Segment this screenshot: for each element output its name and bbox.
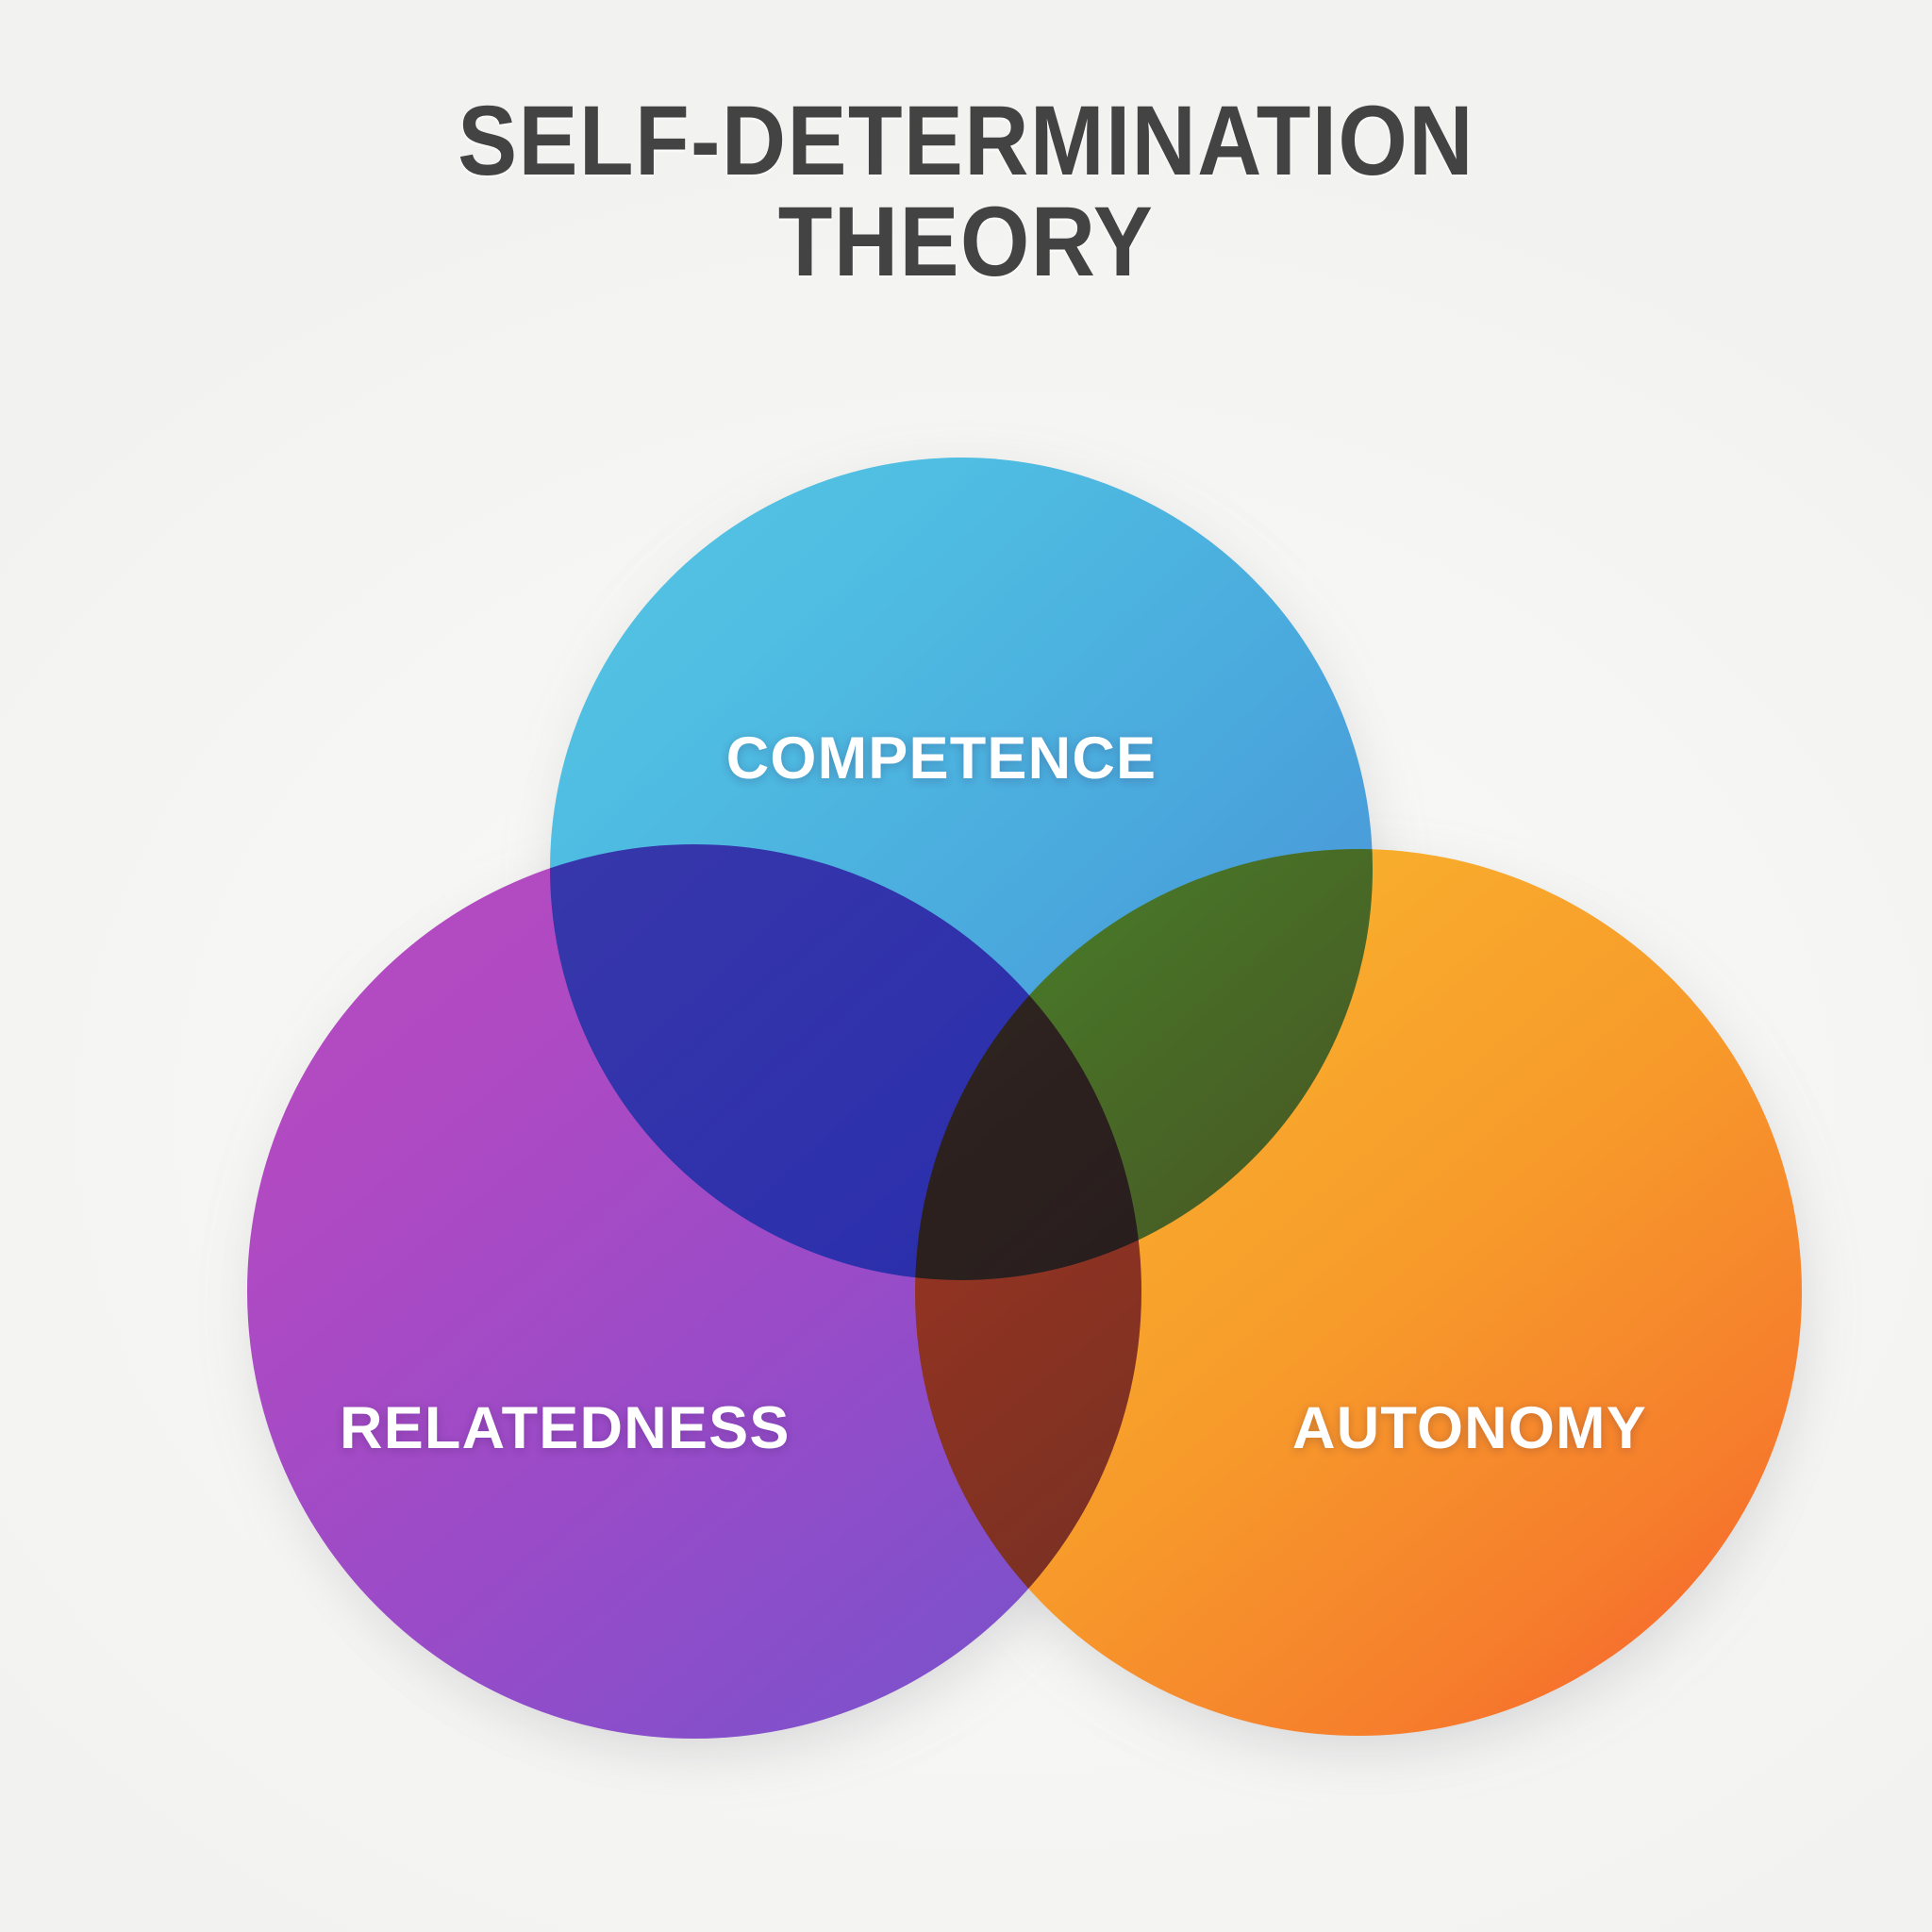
venn-label-competence: COMPETENCE xyxy=(725,725,1158,791)
page-title-line-2: THEORY xyxy=(777,187,1155,298)
venn-label-relatedness: RELATEDNESS xyxy=(340,1395,791,1461)
venn-circle-autonomy[interactable] xyxy=(915,849,1802,1736)
page-title: SELF-DETERMINATION THEORY xyxy=(0,91,1932,292)
page-title-line-1: SELF-DETERMINATION xyxy=(458,86,1474,196)
venn-label-autonomy: AUTONOMY xyxy=(1292,1395,1647,1461)
